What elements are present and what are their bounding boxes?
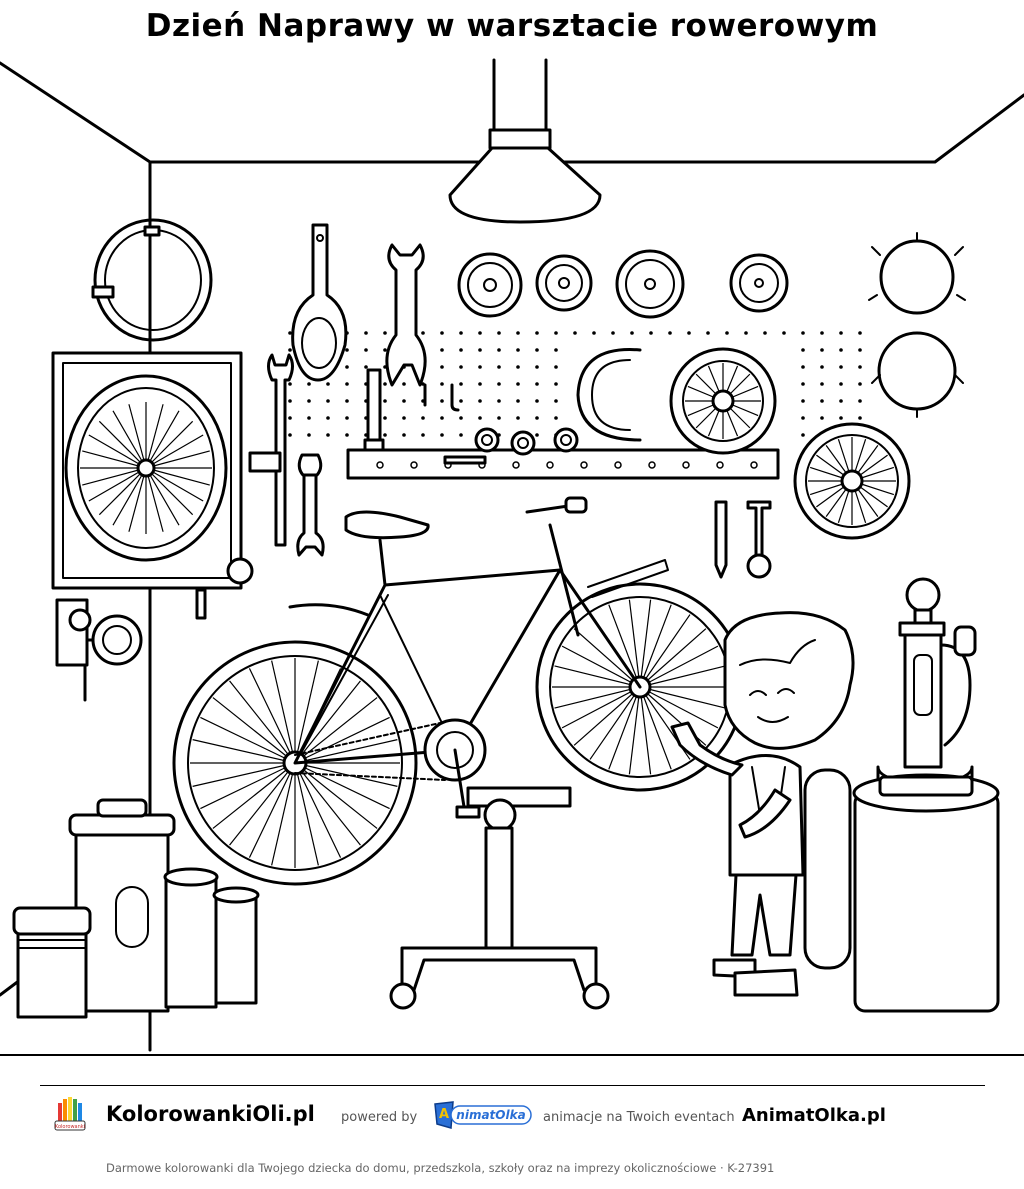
- chainrings-right: [868, 232, 966, 418]
- wall-board-with-wheel: [51, 351, 254, 590]
- powered-by-label: powered by: [341, 1110, 418, 1125]
- workshop-illustration: [0, 58, 1024, 1056]
- svg-text:A: A: [439, 1107, 449, 1122]
- kolorowankioli-logo-icon: Kolorowanki: [54, 1097, 86, 1131]
- tagline-text: animacje na Twoich eventach: [543, 1110, 735, 1125]
- animatolka-logo-icon[interactable]: A nimatOlka: [431, 1098, 533, 1132]
- footer-divider: [40, 1085, 985, 1086]
- hanging-tire-left: [91, 218, 213, 342]
- svg-text:nimatOlka: nimatOlka: [456, 1108, 525, 1122]
- wall-shelf: [248, 347, 780, 480]
- boy-mechanic: [670, 611, 855, 997]
- canisters-left: [12, 798, 260, 1019]
- air-gauge: [55, 588, 207, 702]
- brake-discs: [457, 249, 789, 319]
- animatolka-site-link[interactable]: AnimatOlka.pl: [742, 1105, 886, 1126]
- footer-bottom-line: Darmowe kolorowanki dla Twojego dziecka …: [106, 1161, 775, 1175]
- floor-pump: [803, 577, 1000, 1013]
- wall-tools: [267, 223, 460, 557]
- bicycle: [172, 496, 745, 886]
- repair-stand: [389, 786, 610, 1010]
- wall-wheel-right: [793, 422, 911, 540]
- page-title: Dzień Naprawy w warsztacie rowerowym: [145, 8, 879, 44]
- site-name-link[interactable]: KolorowankiOli.pl: [106, 1102, 315, 1126]
- ceiling-lamp: [448, 58, 602, 224]
- svg-text:Kolorowanki: Kolorowanki: [55, 1124, 85, 1130]
- hanging-small-tools: [714, 500, 772, 579]
